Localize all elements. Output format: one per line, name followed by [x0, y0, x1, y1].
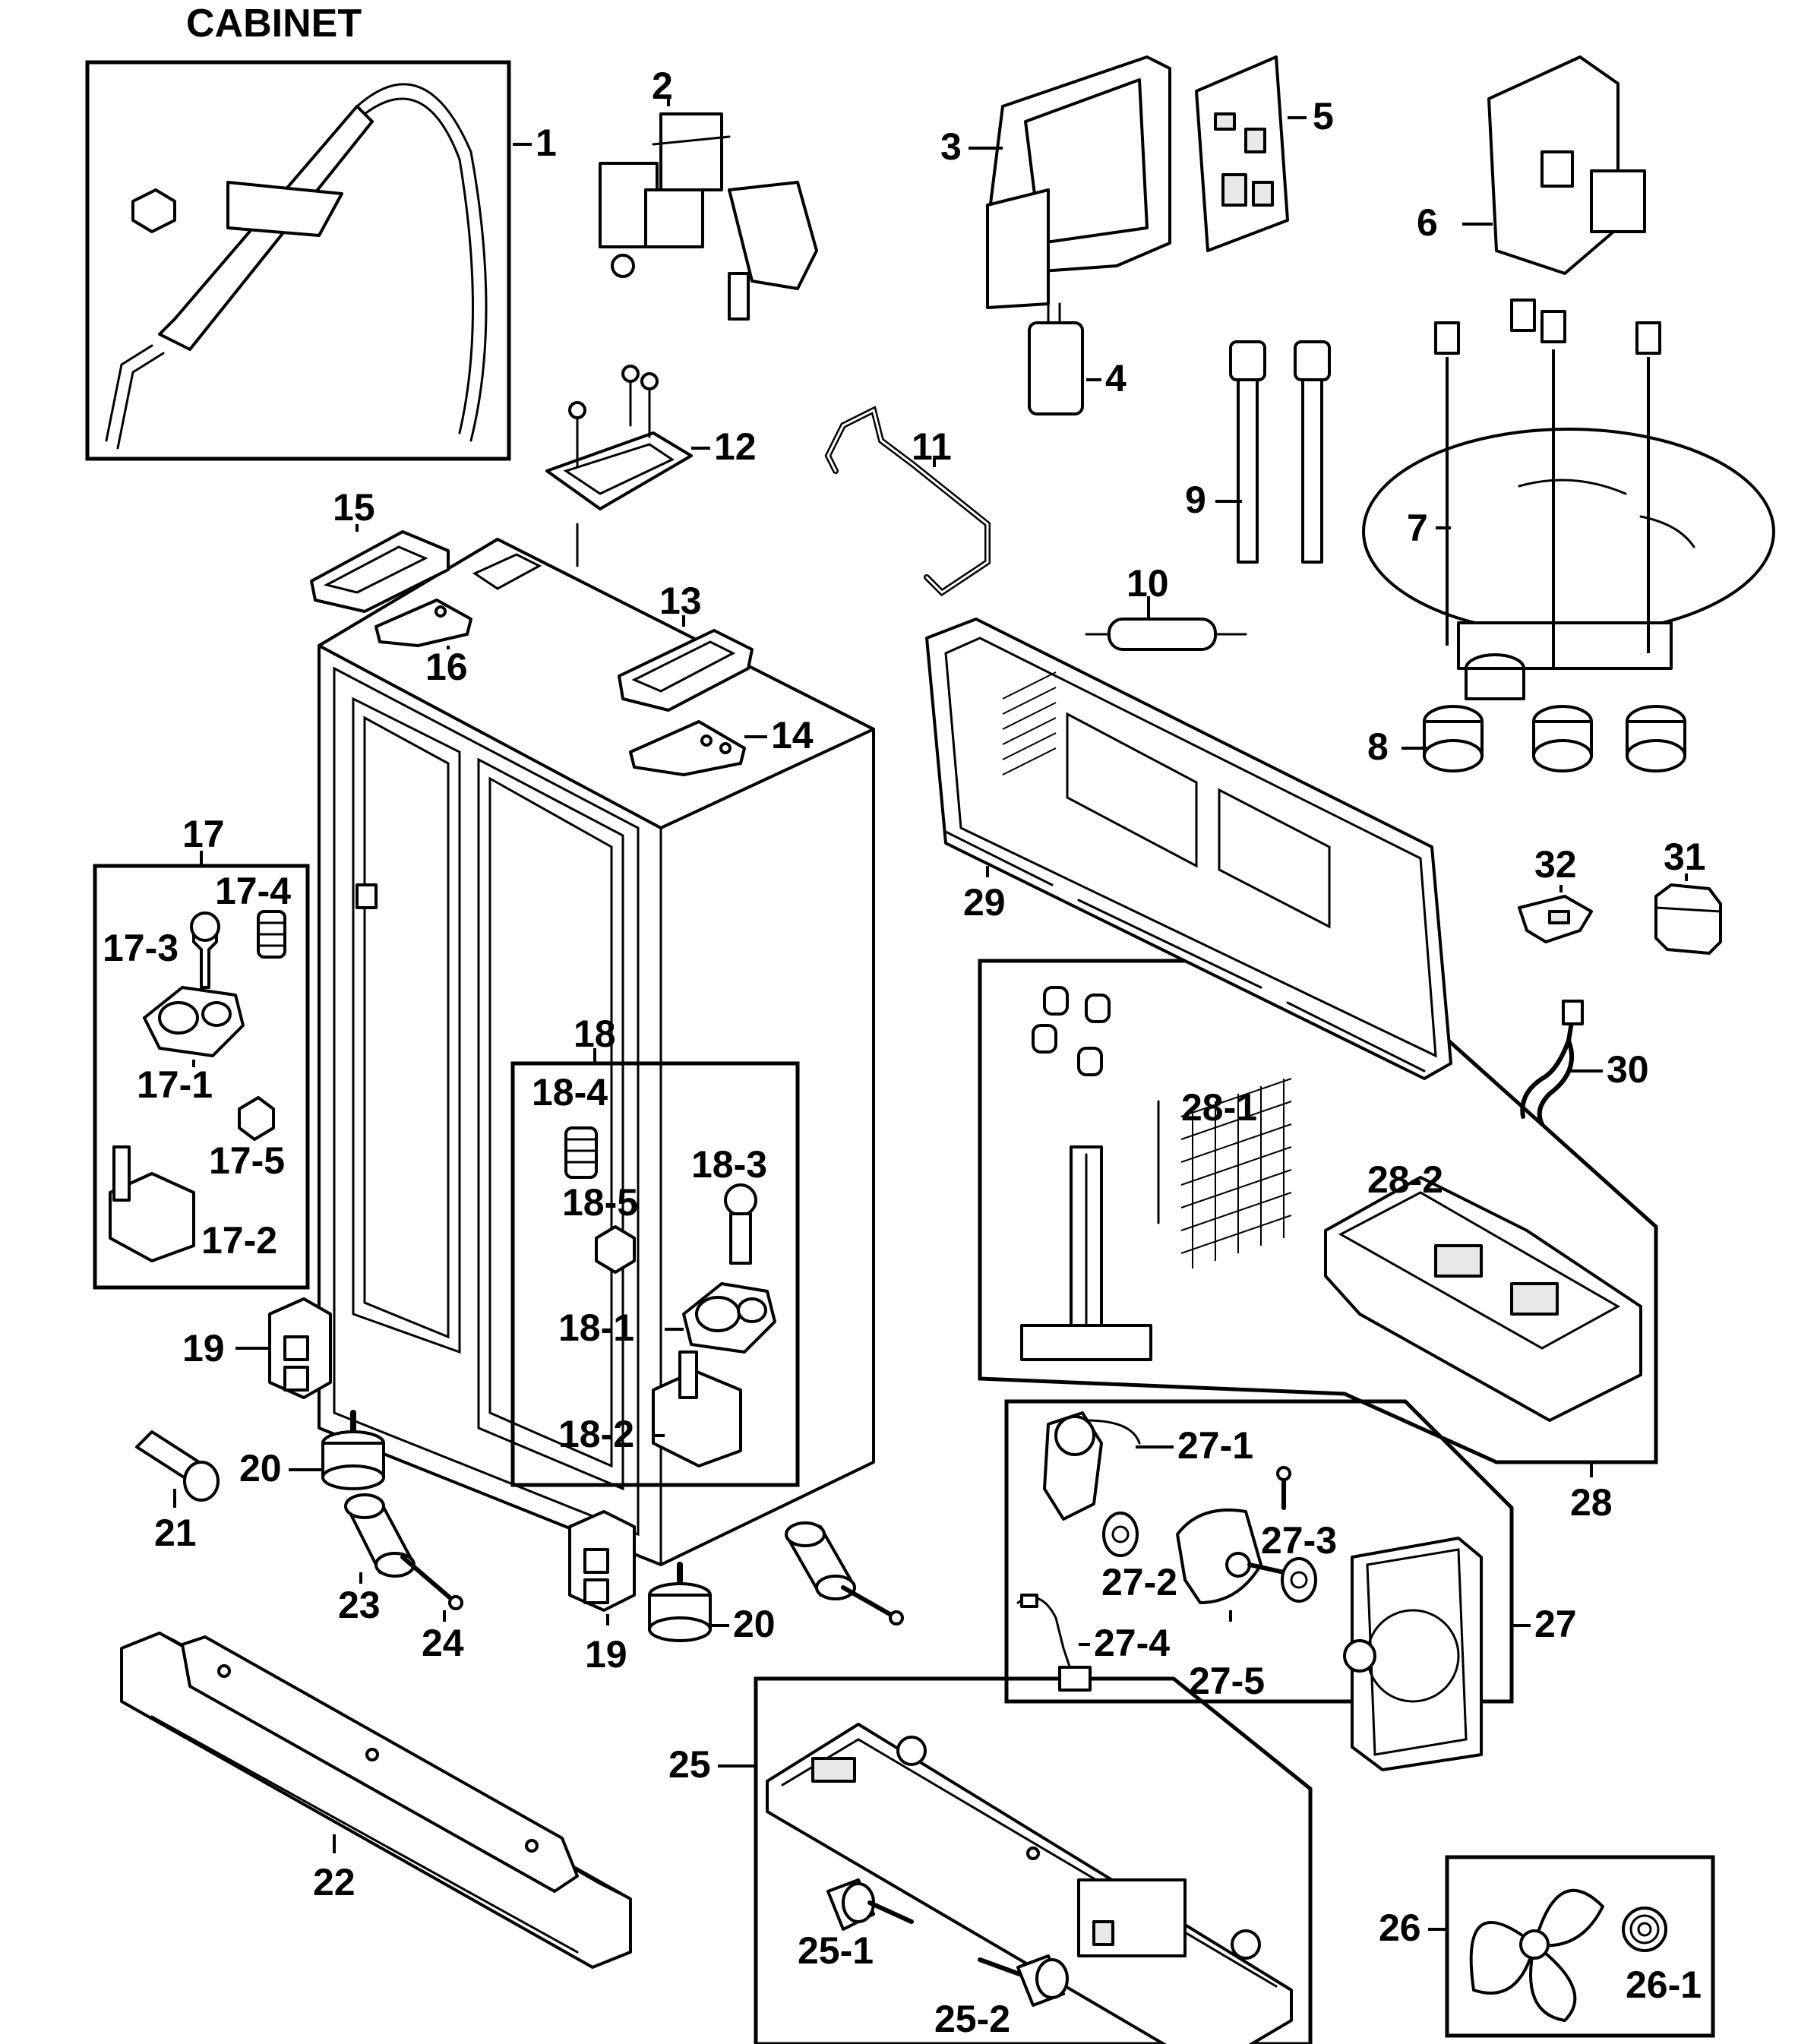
label-18-3: 18-3: [691, 1143, 767, 1186]
diagram-title: CABINET: [186, 2, 362, 46]
label-15: 15: [333, 486, 375, 529]
label-27-3: 27-3: [1261, 1519, 1337, 1562]
label-27: 27: [1534, 1603, 1577, 1645]
label-26: 26: [1379, 1907, 1421, 1949]
label-17-2: 17-2: [201, 1219, 277, 1262]
label-22: 22: [313, 1861, 356, 1903]
label-26-1: 26-1: [1626, 1963, 1702, 2006]
part-13-hinge-cover: [618, 629, 754, 712]
part-7-compressor: [1362, 299, 1775, 670]
roller-assembly-right: [785, 1521, 904, 1625]
label-29: 29: [963, 881, 1006, 924]
part-10-dryer: [1085, 618, 1247, 651]
label-17-3: 17-3: [103, 927, 179, 969]
label-28: 28: [1570, 1481, 1613, 1524]
part-26-fan-blade: [1445, 1855, 1715, 2038]
part-20-leveling-foot-right: [648, 1562, 712, 1642]
part-12-plate: [545, 365, 693, 510]
part-25-2-roller: [978, 1954, 1069, 2007]
label-30: 30: [1607, 1048, 1649, 1091]
label-9: 9: [1185, 479, 1206, 521]
label-7: 7: [1407, 507, 1428, 549]
label-19a: 19: [182, 1327, 225, 1370]
label-2: 2: [652, 65, 673, 107]
part-15-hinge-cover: [310, 530, 450, 613]
label-6: 6: [1417, 201, 1438, 244]
part-19-hinge-block-left: [268, 1297, 332, 1399]
label-18-1: 18-1: [558, 1306, 634, 1349]
label-20b: 20: [733, 1603, 776, 1645]
part-8-grommets: [1423, 653, 1686, 772]
label-8: 8: [1367, 725, 1389, 768]
label-18-4: 18-4: [532, 1071, 608, 1114]
part-9-pins: [1229, 340, 1331, 564]
label-11: 11: [912, 425, 952, 468]
label-24: 24: [422, 1622, 464, 1664]
label-17-1: 17-1: [137, 1063, 213, 1106]
label-4: 4: [1105, 357, 1127, 400]
label-18-5: 18-5: [562, 1181, 638, 1224]
label-17-5: 17-5: [209, 1139, 285, 1182]
part-25-1-roller: [826, 1878, 914, 1931]
part-16-hinge: [374, 599, 472, 647]
label-27-1: 27-1: [1177, 1424, 1253, 1467]
part-25-bracket: [754, 1676, 1313, 2044]
label-27-2: 27-2: [1101, 1561, 1177, 1603]
part-27-fan-motor-assembly: [1004, 1399, 1514, 1771]
part-30-wire-harness: [1520, 1000, 1584, 1126]
label-28-2: 28-2: [1367, 1158, 1443, 1201]
label-25: 25: [668, 1743, 711, 1786]
label-23: 23: [338, 1584, 381, 1626]
label-12: 12: [714, 425, 757, 468]
part-2-water-valve: [599, 112, 818, 321]
label-18-2: 18-2: [558, 1413, 634, 1455]
part-31-cap: [1654, 883, 1722, 955]
label-5: 5: [1313, 95, 1334, 137]
part-11-pipe: [824, 406, 991, 597]
part-17-hinge-kit: [93, 851, 310, 1290]
label-17-4: 17-4: [215, 870, 291, 912]
label-14: 14: [771, 714, 814, 757]
part-19-hinge-block-right: [568, 1510, 636, 1612]
part-32-clip: [1518, 895, 1593, 943]
part-1-water-tube: [85, 60, 511, 461]
part-22-base-grille: [120, 1632, 632, 1969]
label-32: 32: [1534, 843, 1577, 886]
part-23-roller: [344, 1493, 416, 1578]
part-6-relay-housing: [1487, 55, 1646, 275]
part-20-leveling-foot-left: [321, 1410, 385, 1490]
part-21-connector: [135, 1430, 220, 1502]
label-1: 1: [536, 122, 557, 164]
part-5-pcb: [1195, 55, 1289, 252]
label-28-1: 28-1: [1181, 1086, 1257, 1129]
label-17: 17: [182, 813, 225, 855]
label-19b: 19: [585, 1633, 627, 1676]
part-18-hinge-kit: [510, 1048, 800, 1487]
label-31: 31: [1664, 836, 1706, 878]
part-14-hinge: [629, 720, 746, 776]
label-13: 13: [659, 580, 702, 622]
part-24-screw: [400, 1555, 463, 1610]
label-18: 18: [574, 1013, 616, 1055]
label-25-1: 25-1: [798, 1929, 874, 1972]
label-10: 10: [1127, 562, 1169, 605]
label-27-5: 27-5: [1189, 1660, 1265, 1702]
label-27-4: 27-4: [1094, 1622, 1170, 1664]
label-3: 3: [940, 125, 962, 168]
label-25-2: 25-2: [934, 1998, 1010, 2040]
label-16: 16: [425, 646, 468, 688]
part-4-capacitor: [1028, 302, 1084, 415]
part-28-evaporator-assembly: [978, 959, 1658, 1464]
label-20a: 20: [239, 1447, 282, 1490]
part-3-cover: [986, 55, 1171, 309]
label-21: 21: [154, 1512, 197, 1554]
part-29-back-panel: [925, 618, 1452, 1080]
